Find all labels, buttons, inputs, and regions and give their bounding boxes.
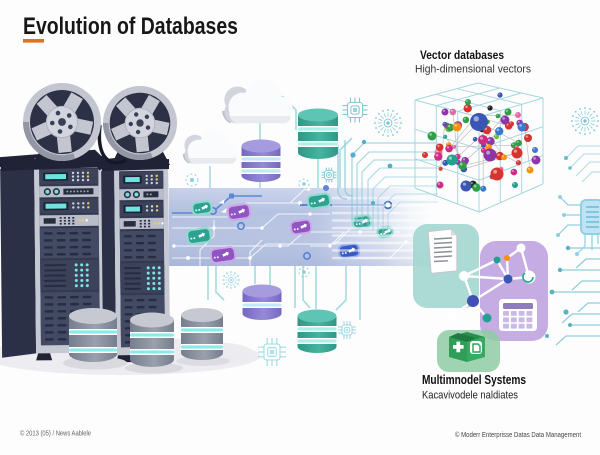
svg-text:© Moderr Enterprisse Datas Dat: © Moderr Enterprisse Datas Data Manageme… [455,430,581,439]
svg-text:Vector databases: Vector databases [420,48,504,62]
svg-text:Evolution of Databases: Evolution of Databases [23,13,238,40]
svg-text:© 2013 (05) / News Aablele: © 2013 (05) / News Aablele [20,430,91,438]
svg-text:High-dimensional vectors: High-dimensional vectors [415,64,532,76]
svg-text:Multimnodel Systems: Multimnodel Systems [422,373,526,387]
svg-text:Kacavivodele naldiates: Kacavivodele naldiates [422,390,518,402]
